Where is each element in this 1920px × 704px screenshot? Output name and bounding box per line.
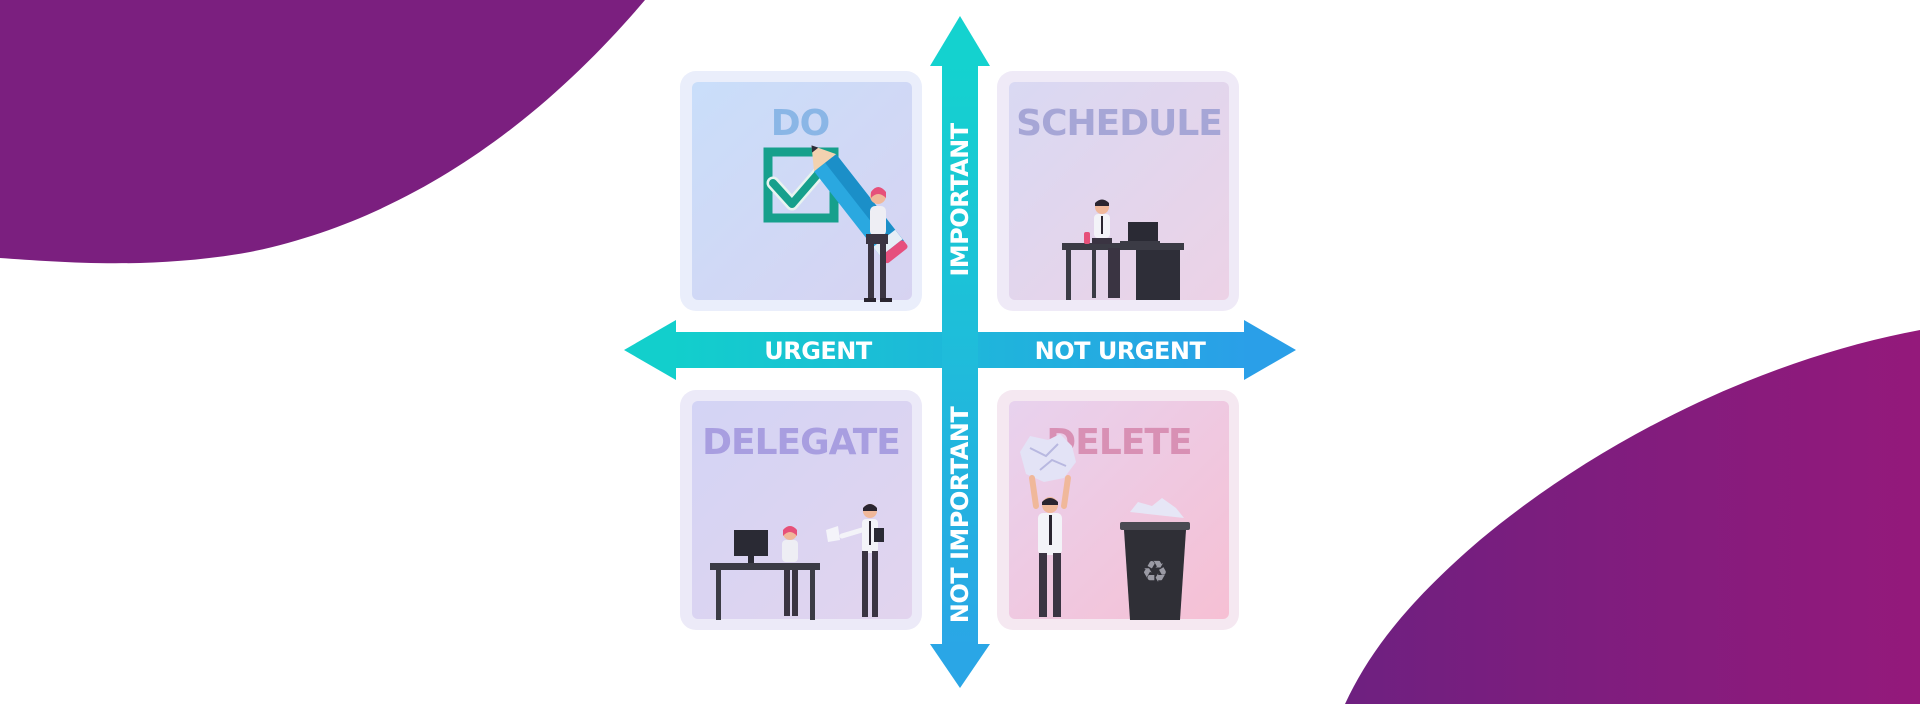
recycle-bin-icon: ♻ xyxy=(1120,498,1190,620)
axis-label-urgent: URGENT xyxy=(764,337,873,365)
laptop-icon xyxy=(1120,222,1160,244)
schedule-illustration xyxy=(1062,199,1184,300)
quadrant-delegate-title: DELEGATE xyxy=(702,422,900,463)
quadrant-schedule-title: SCHEDULE xyxy=(1016,103,1222,144)
vertical-axis-arrow xyxy=(930,16,990,688)
desk-icon xyxy=(710,563,820,570)
purple-wave-top-left xyxy=(0,0,645,264)
desk-icon xyxy=(1062,243,1184,250)
crumpled-paper-icon xyxy=(1020,434,1076,482)
delegate-illustration xyxy=(710,504,884,620)
axis-label-important: IMPORTANT xyxy=(946,122,974,276)
quadrant-delete: DELETE xyxy=(997,390,1239,630)
quadrant-do-title: DO xyxy=(771,103,830,144)
do-illustration xyxy=(763,145,908,302)
svg-text:♻: ♻ xyxy=(1142,555,1169,590)
purple-wave-bottom-right xyxy=(1345,330,1920,704)
woman-figure xyxy=(864,187,892,302)
monitor-icon xyxy=(734,530,768,563)
axis-label-not-urgent: NOT URGENT xyxy=(1035,337,1207,365)
axis-label-not-important: NOT IMPORTANT xyxy=(946,406,974,624)
delete-illustration: ♻ xyxy=(1020,434,1190,620)
